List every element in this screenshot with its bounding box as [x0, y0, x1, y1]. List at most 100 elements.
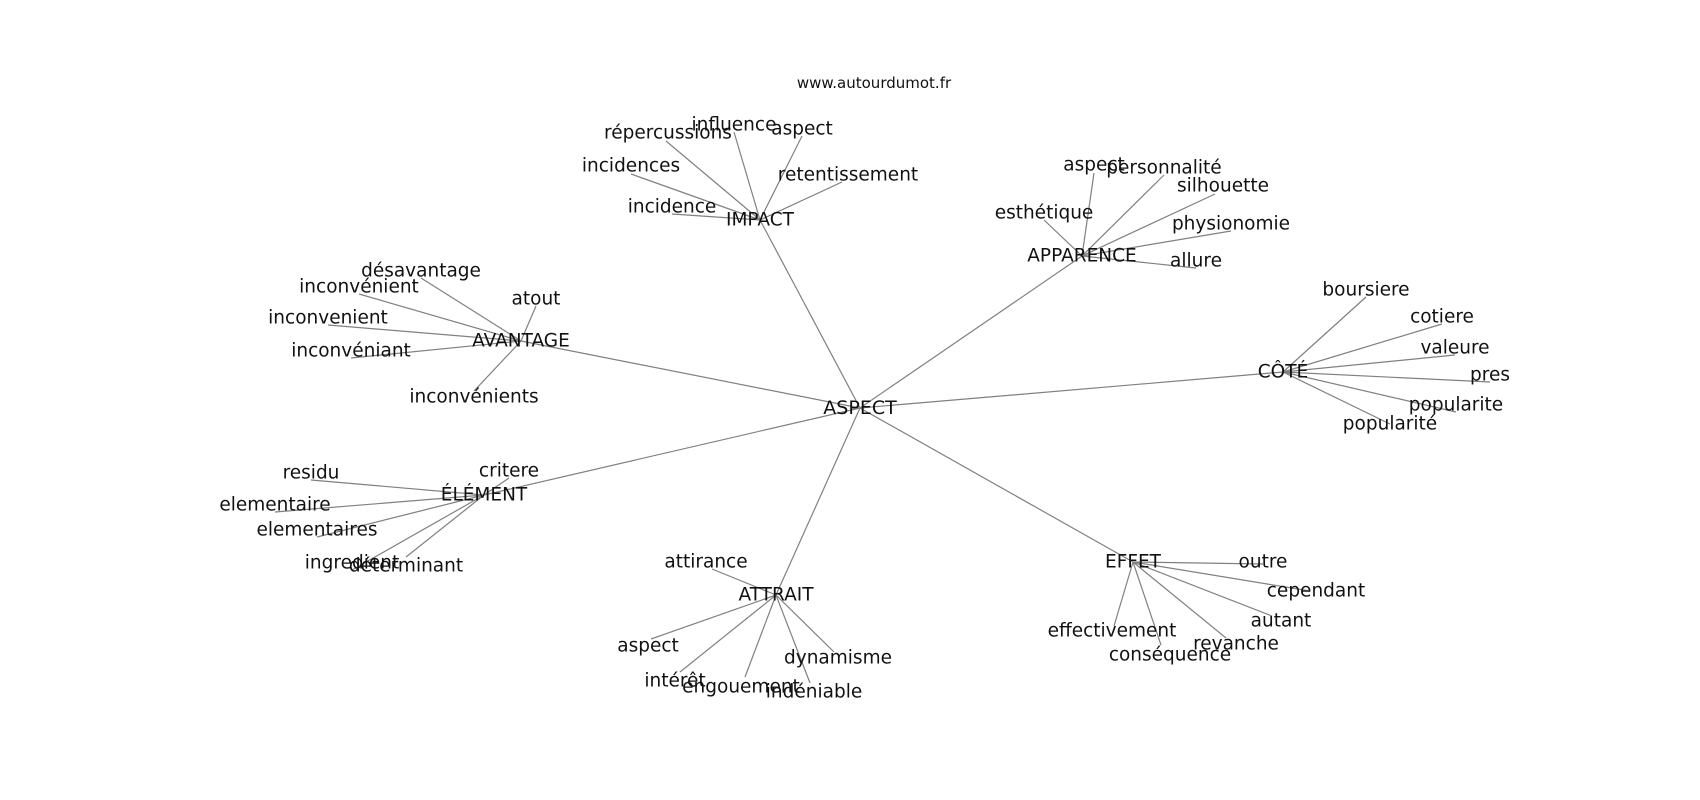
group-to-word-edge: [1282, 296, 1367, 373]
word-node-label: dynamisme: [784, 648, 892, 669]
word-node-label: popularite: [1409, 395, 1503, 416]
group-to-word-edge: [327, 324, 522, 342]
word-node-label: boursiere: [1322, 280, 1409, 301]
word-node-label: cotiere: [1410, 307, 1474, 328]
group-to-word-edge: [1132, 561, 1227, 639]
group-node-label: CÔTÉ: [1258, 361, 1308, 383]
group-to-word-edge: [1132, 561, 1162, 646]
group-to-word-edge: [1113, 561, 1134, 627]
word-node-label: pres: [1470, 365, 1510, 386]
graph-edges: [274, 131, 1491, 684]
group-node-label: IMPACT: [726, 210, 795, 231]
group-to-word-edge: [1282, 371, 1457, 413]
group-to-word-edge: [483, 477, 510, 496]
word-node-label: elementaire: [219, 495, 330, 516]
word-node-label: cependant: [1267, 581, 1365, 602]
word-node-label: elementaires: [257, 520, 378, 541]
group-to-word-edge: [1132, 561, 1311, 592]
word-node-label: influence: [692, 115, 777, 136]
group-to-word-edge: [1282, 323, 1443, 373]
group-to-word-edge: [420, 277, 522, 342]
group-to-word-edge: [1081, 174, 1165, 257]
group-to-word-edge: [759, 135, 803, 221]
group-to-word-edge: [520, 305, 537, 342]
group-to-word-edge: [744, 594, 777, 678]
group-to-word-edge: [665, 140, 761, 221]
group-to-word-edge: [650, 594, 777, 640]
word-node-label: inconvenient: [268, 308, 388, 329]
group-to-word-edge: [775, 594, 835, 653]
center-to-group-edge: [859, 371, 1284, 409]
word-node-label: inconvéniant: [291, 341, 411, 362]
word-node-label: aspect: [1063, 155, 1125, 176]
group-to-word-edge: [473, 340, 522, 392]
group-to-word-edge: [1081, 193, 1216, 257]
group-to-word-edge: [358, 293, 522, 342]
word-node-label: inconvénients: [409, 387, 538, 408]
word-node-label: inconvénient: [299, 277, 419, 298]
group-to-word-edge: [1282, 354, 1456, 373]
word-node-label: autant: [1251, 611, 1312, 632]
group-to-word-edge: [351, 494, 485, 571]
word-node-label: retentissement: [778, 165, 918, 186]
word-node-label: répercussions: [604, 123, 732, 144]
word-node-label: critere: [479, 461, 539, 482]
center-to-group-edge: [859, 255, 1083, 409]
word-node-label: esthétique: [995, 203, 1094, 224]
word-node-label: effectivement: [1048, 621, 1177, 642]
word-node-label: residu: [283, 463, 340, 484]
word-node-label: intérêt: [644, 671, 705, 692]
group-to-word-edge: [679, 594, 777, 673]
group-node-label: ÉLÉMENT: [441, 484, 528, 506]
word-node-label: conséquence: [1109, 645, 1231, 666]
group-to-word-edge: [671, 213, 761, 221]
word-node-label: incidences: [582, 156, 680, 177]
group-to-word-edge: [316, 494, 485, 538]
word-node-label: physionomie: [1172, 214, 1290, 235]
word-node-label: indéniable: [766, 682, 862, 703]
group-to-word-edge: [1081, 230, 1232, 257]
group-to-word-edge: [1282, 371, 1391, 425]
word-node-label: attirance: [664, 552, 747, 573]
group-to-word-edge: [405, 494, 485, 558]
word-node-label: allure: [1170, 251, 1222, 272]
group-to-word-edge: [350, 340, 522, 359]
group-to-word-edge: [711, 568, 777, 596]
center-to-group-edge: [483, 407, 861, 496]
group-to-word-edge: [1132, 561, 1273, 617]
word-node-label: aspect: [617, 636, 679, 657]
graph-labels: www.autourdumot.fr ASPECTIMPACTrépercuss…: [219, 74, 1510, 703]
group-to-word-edge: [274, 494, 485, 513]
group-node-label: APPARENCE: [1027, 246, 1136, 267]
group-node-label: ATTRAIT: [738, 585, 814, 606]
group-node-label: EFFET: [1105, 552, 1162, 573]
word-node-label: aspect: [771, 119, 833, 140]
group-to-word-edge: [1081, 172, 1095, 257]
group-to-word-edge: [310, 479, 485, 496]
word-node-label: désavantage: [361, 261, 481, 282]
group-to-word-edge: [1132, 561, 1264, 565]
word-node-label: outre: [1239, 552, 1288, 573]
group-to-word-edge: [630, 173, 761, 221]
source-url: www.autourdumot.fr: [797, 74, 952, 92]
word-node-label: incidence: [628, 197, 717, 218]
group-node-label: AVANTAGE: [472, 331, 570, 352]
center-to-group-edge: [775, 407, 861, 596]
word-node-label: popularité: [1343, 414, 1437, 435]
word-node-label: valeure: [1420, 338, 1489, 359]
word-node-label: déterminant: [349, 556, 463, 577]
word-node-label: revanche: [1193, 634, 1279, 655]
group-to-word-edge: [1081, 255, 1197, 269]
center-to-group-edge: [759, 219, 861, 409]
group-to-word-edge: [733, 131, 761, 221]
group-to-word-edge: [759, 181, 843, 221]
word-node-label: silhouette: [1177, 176, 1269, 197]
word-node-label: ingredient: [305, 553, 399, 574]
word-node-label: personnalité: [1106, 158, 1221, 179]
center-to-group-edge: [859, 407, 1134, 563]
group-to-word-edge: [1043, 219, 1083, 257]
word-node-label: atout: [512, 289, 561, 310]
center-to-group-edge: [520, 340, 861, 409]
word-node-label: engouement: [682, 677, 800, 698]
